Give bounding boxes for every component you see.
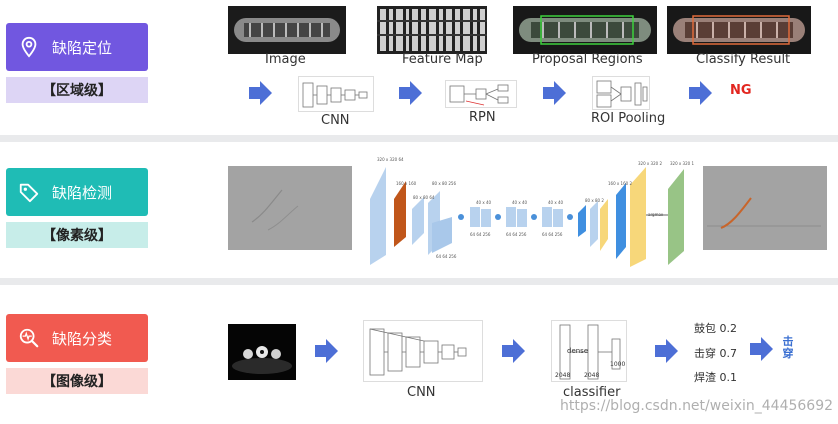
result-class-score: 0.2 [719,322,738,335]
caption-image: Image [265,52,306,67]
tiny-label: 320 x 320 1 [670,161,694,166]
caption-cnn: CNN [321,113,350,128]
rpn-sketch [445,80,517,108]
result-class-name: 击穿 [694,347,716,360]
proposal-regions-thumbnail [513,6,657,54]
arrow-right-icon [249,81,272,105]
label-pixel-level: 【像素级】 [6,222,148,248]
arrow-right-icon [399,81,422,105]
caption-feature-map: Feature Map [402,52,483,67]
watermark: https://blog.csdn.net/weixin_44456692 [560,398,834,414]
result-class-score: 0.1 [719,371,738,384]
tiny-label: 64 64 256 [436,254,457,259]
tiny-label: 80 x 80 256 [432,181,456,186]
caption-classifier: classifier [563,385,621,400]
label-defect-localization: 缺陷定位 [6,23,148,71]
arrow-right-icon [502,339,525,363]
classify-result-thumbnail [667,6,811,54]
roi-pooling-sketch [592,76,650,110]
tiny-label: 160 x 160 [396,181,417,186]
arrow-right-icon [655,339,678,363]
classifier-dense-label: dense [567,347,589,355]
arrow-right-icon [750,337,773,361]
segmentation-network-diagram [370,167,684,267]
tiny-label: 64 64 256 [506,232,527,237]
arrow-right-icon [315,339,338,363]
result-class-score: 0.7 [719,347,738,360]
classifier-dim-label: 2048 [584,372,600,379]
caption-classify-result: Classify Result [696,52,791,67]
tiny-label: 64 64 256 [542,232,563,237]
result-class-name: 鼓包 [694,322,716,335]
label-top-text: 缺陷分类 [52,329,113,348]
tiny-label: 40 x 40 [548,200,564,205]
caption-rpn: RPN [469,110,496,125]
result-ng: NG [730,83,752,98]
input-image-thumbnail [228,6,346,54]
label-top-text: 缺陷检测 [52,183,113,202]
label-image-level: 【图像级】 [6,368,148,394]
result-score-row: 击穿 0.7 [694,345,737,361]
result-score-row: 焊渣 0.1 [694,369,737,385]
tiny-label: argmax [648,212,664,217]
final-class-output: 击穿 [782,335,794,360]
cnn-sketch [298,76,374,112]
classifier-sketch [551,320,627,382]
result-class-name: 焊渣 [694,371,716,384]
classifier-dim-label: 2048 [555,372,571,379]
location-pin-icon [6,36,52,58]
tiny-label: 80 x 80 64 [413,195,435,200]
feature-map-thumbnail [377,6,487,54]
arrow-right-icon [543,81,566,105]
tiny-label: 80 x 80 2 [585,198,604,203]
search-pulse-icon [6,327,52,349]
label-region-level: 【区域级】 [6,77,148,103]
input-dark-image [228,324,296,380]
tag-icon [6,181,52,203]
arrow-right-icon [689,81,712,105]
caption-roi-pooling: ROI Pooling [591,111,666,126]
tiny-label: 320 x 320 2 [638,161,662,166]
tiny-label: 40 x 40 [476,200,492,205]
tiny-label: 320 x 320 64 [377,157,404,162]
result-score-row: 鼓包 0.2 [694,320,737,336]
label-defect-classification: 缺陷分类 [6,314,148,362]
tiny-label: 40 x 40 [512,200,528,205]
label-top-text: 缺陷定位 [52,38,113,57]
cnn-sketch [363,320,483,382]
input-grayscale-image [228,166,352,250]
caption-cnn: CNN [407,385,436,400]
tiny-label: 160 x 160 2 [608,181,632,186]
classifier-dim-label: 1000 [610,361,626,368]
label-defect-detection: 缺陷检测 [6,168,148,216]
caption-proposal-regions: Proposal Regions [532,52,643,67]
tiny-label: 64 64 256 [470,232,491,237]
output-segmentation-image [703,166,827,250]
